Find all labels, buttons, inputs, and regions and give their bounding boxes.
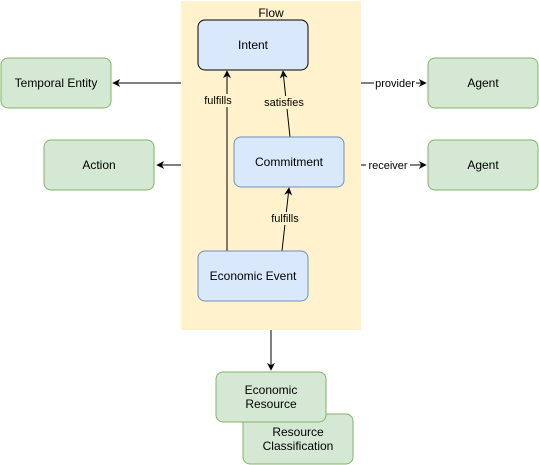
node-economic-resource-label-line2: Resource xyxy=(245,397,297,411)
edge-label-event-fulfills-commitment: fulfills xyxy=(271,213,299,225)
edge-label-bg-commitment-satisfies-intent xyxy=(263,96,305,109)
flow-group-title: Flow xyxy=(258,6,284,20)
edge-label-bg-receiver xyxy=(366,158,410,171)
node-action-label: Action xyxy=(82,158,115,172)
node-commitment-label: Commitment xyxy=(255,155,324,169)
edge-label-receiver: receiver xyxy=(368,160,407,172)
node-agent-provider-label: Agent xyxy=(467,76,499,90)
node-commitment[interactable] xyxy=(233,136,345,188)
node-intent-label: Intent xyxy=(238,38,269,52)
edge-label-provider: provider xyxy=(375,78,415,90)
node-economic-event-label: Economic Event xyxy=(210,269,297,283)
node-resource-classification-label-line2: Classification xyxy=(263,439,334,453)
edge-label-commitment-satisfies-intent: satisfies xyxy=(264,97,304,109)
edge-label-bg-event-fulfills-commitment xyxy=(270,212,300,225)
node-agent-receiver-label: Agent xyxy=(467,158,499,172)
node-agent-receiver[interactable] xyxy=(427,139,539,191)
node-economic-resource-label-line1: Economic xyxy=(245,383,298,397)
edge-label-bg-event-fulfills-intent xyxy=(203,94,233,107)
node-agent-provider[interactable] xyxy=(427,57,539,109)
edge-label-event-fulfills-intent: fulfills xyxy=(204,95,232,107)
node-economic-resource[interactable] xyxy=(215,371,327,423)
node-temporal-entity[interactable] xyxy=(0,57,112,109)
node-resource-classification-label-line1: Resource xyxy=(272,425,324,439)
edge-label-bg-provider xyxy=(374,76,416,89)
node-action[interactable] xyxy=(43,139,155,191)
node-economic-event[interactable] xyxy=(197,250,309,302)
node-temporal-entity-label: Temporal Entity xyxy=(15,76,98,90)
node-intent[interactable] xyxy=(197,19,309,71)
